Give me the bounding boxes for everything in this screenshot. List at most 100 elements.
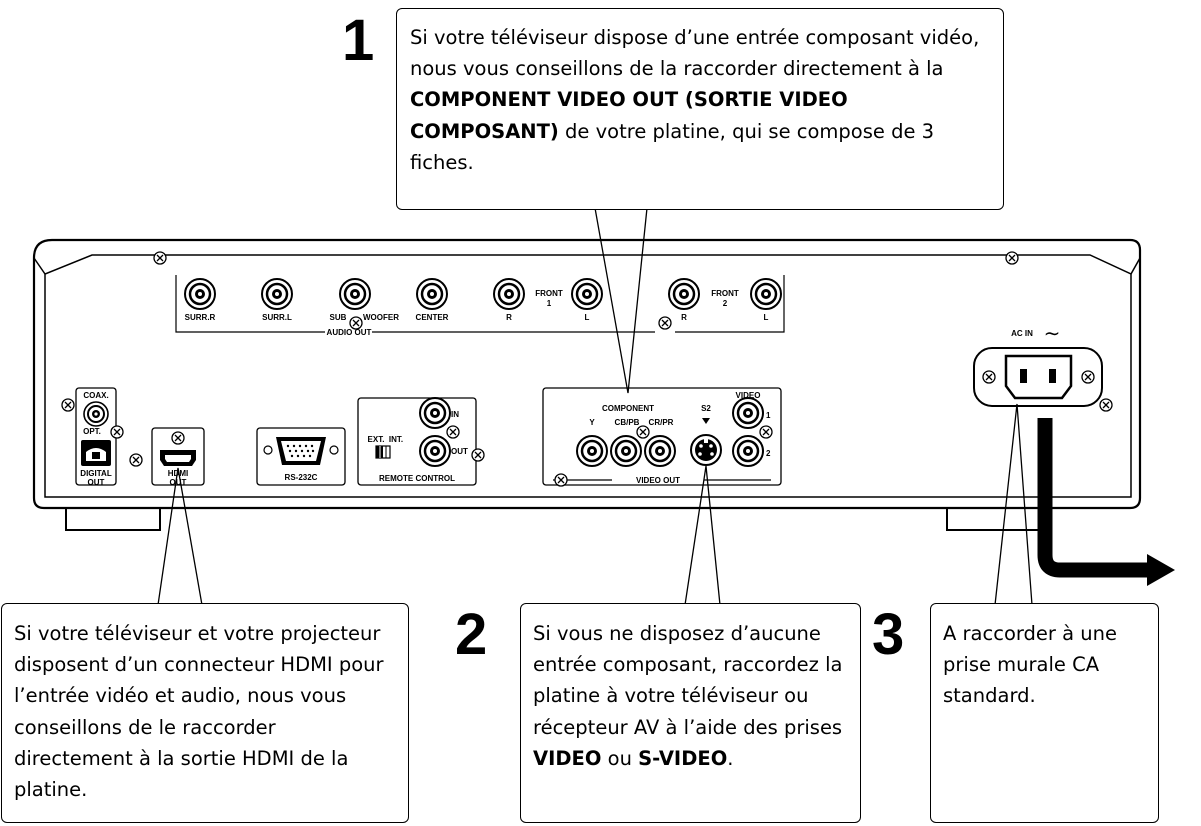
optical-port[interactable] [81, 440, 111, 466]
front2-r-label: R [681, 313, 687, 322]
digital-out-group: COAX. OPT. DIGITAL OUT [75, 387, 124, 487]
surr-l-jack[interactable] [260, 277, 294, 311]
surr-l-label: SURR.L [262, 313, 292, 322]
front1-l-jack[interactable] [570, 277, 604, 311]
ext-label: EXT. [368, 435, 385, 444]
callout-1-text-2: de votre platine, qui se compose de 3 fi… [410, 119, 935, 174]
int-label: INT. [389, 435, 403, 444]
coax-label: COAX. [83, 391, 108, 400]
video1-label: 1 [766, 411, 771, 420]
video1-jack[interactable] [731, 396, 765, 430]
remote-control-label: REMOTE CONTROL [379, 474, 455, 483]
callout-component-video: Si votre téléviseur dispose d’une entrée… [396, 8, 1004, 210]
s2-label: S2 [701, 404, 711, 413]
surr-r-label: SURR.R [185, 313, 216, 322]
front2-l-jack[interactable] [749, 277, 783, 311]
front1-number: 1 [547, 299, 552, 308]
screw-icon [759, 425, 773, 439]
screw-icon [110, 425, 124, 439]
hdmi-out-group: HDMI OUT [151, 427, 205, 487]
left-foot [65, 508, 161, 531]
center-jack[interactable] [415, 277, 449, 311]
hdmi-label: HDMI [168, 469, 188, 478]
remote-in-label: IN [451, 410, 459, 419]
callout-1-text: Si votre téléviseur dispose d’une entrée… [410, 26, 980, 81]
s-video-jack[interactable] [690, 434, 722, 466]
component-cr-jack[interactable] [643, 434, 677, 468]
screw-icon [153, 251, 167, 265]
front1-label: FRONT [535, 289, 563, 298]
callout-2-bold-svideo: S-VIDEO [638, 746, 728, 770]
callout-2-bold-video: VIDEO [533, 746, 602, 770]
video-out-label: VIDEO OUT [636, 476, 680, 485]
video2-jack[interactable] [731, 434, 765, 468]
digital-label: DIGITAL [80, 469, 112, 478]
ac-inlet[interactable] [1004, 354, 1073, 400]
callout-2-text-2: ou [601, 746, 639, 770]
sub-label: SUB [330, 313, 347, 322]
callout-video-svideo: Si vous ne disposez d’aucune entrée comp… [520, 603, 861, 823]
ac-in-label: AC IN [1011, 329, 1033, 338]
remote-control-group: EXT. INT. IN OUT REMOTE CONTROL [357, 396, 477, 486]
woofer-label: WOOFER [363, 313, 399, 322]
arrow-right-icon [1147, 554, 1175, 586]
audio-out-group: AUDIO OUT SURR.R SURR.L SUB WOOFER CENTE… [175, 275, 785, 337]
screw-icon [171, 431, 185, 445]
digital-out-label: OUT [88, 478, 105, 487]
hdmi-out-label: OUT [170, 478, 187, 487]
screw-icon [982, 370, 996, 384]
front2-r-jack[interactable] [667, 277, 701, 311]
remote-in-jack[interactable] [418, 396, 452, 430]
front2-label: FRONT [711, 289, 739, 298]
leader-lines [157, 207, 1033, 606]
step-number-2: 2 [455, 602, 488, 667]
ac-in-group: AC IN ∼ [973, 323, 1103, 407]
front1-l-label: L [585, 313, 590, 322]
callout-2-text: Si vous ne disposez d’aucune entrée comp… [533, 622, 843, 739]
screw-icon [446, 425, 460, 439]
power-cable [1037, 418, 1147, 578]
front2-l-label: L [764, 313, 769, 322]
callout-hdmi-text: Si votre téléviseur et votre projecteur … [14, 622, 384, 801]
front1-r-label: R [506, 313, 512, 322]
cb-pb-label: CB/PB [615, 418, 640, 427]
coax-jack[interactable] [82, 400, 110, 428]
video-label: VIDEO [736, 391, 761, 400]
screw-icon [1005, 251, 1019, 265]
callout-ac-outlet: A raccorder à une prise murale CA standa… [930, 603, 1159, 823]
step-number-1: 1 [342, 8, 375, 73]
screw-icon [1081, 370, 1095, 384]
remote-out-label: OUT [451, 447, 468, 456]
y-label: Y [589, 418, 595, 427]
audio-out-label: AUDIO OUT [327, 328, 372, 337]
surr-r-jack[interactable] [183, 277, 217, 311]
screw-icon [61, 398, 75, 412]
step-number-3: 3 [872, 602, 905, 667]
subwoofer-jack[interactable] [338, 277, 372, 311]
callout-3-text: A raccorder à une prise murale CA standa… [943, 622, 1118, 708]
opt-label: OPT. [83, 427, 101, 436]
video2-label: 2 [766, 449, 771, 458]
component-y-jack[interactable] [575, 434, 609, 468]
screw-icon [636, 425, 650, 439]
component-cb-jack[interactable] [609, 434, 643, 468]
screw-icon [658, 316, 672, 330]
video-out-group: COMPONENT Y CB/PB CR/PR S2 VIDEO 1 2 VID… [542, 387, 782, 486]
callout-hdmi: Si votre téléviseur et votre projecteur … [1, 603, 409, 823]
screw-icon [554, 473, 568, 487]
callout-2-text-3: . [727, 746, 734, 770]
remote-out-jack[interactable] [418, 434, 452, 468]
ext-int-switch[interactable] [375, 445, 391, 459]
callout-1-bold: COMPONENT VIDEO OUT (SORTIE VIDEO COMPOS… [410, 88, 848, 143]
right-foot [946, 508, 1044, 531]
rs232c-label: RS-232C [285, 473, 318, 482]
screw-icon [349, 316, 363, 330]
front2-number: 2 [723, 299, 728, 308]
ac-symbol: ∼ [1044, 323, 1061, 345]
cr-pr-label: CR/PR [649, 418, 674, 427]
center-label: CENTER [416, 313, 449, 322]
rs232c-group: RS-232C [256, 427, 346, 486]
front1-r-jack[interactable] [492, 277, 526, 311]
